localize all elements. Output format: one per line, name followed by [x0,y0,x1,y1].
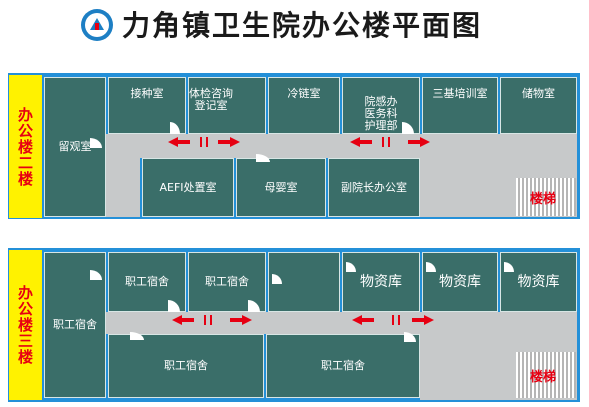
door-icon [272,274,282,284]
door-icon [404,332,416,342]
room-health-check-label: 体检咨询 登记室 [189,87,233,112]
room-storage: 储物室 [500,77,577,134]
second-floor-label: 办公楼二楼 [9,75,42,218]
room-health-check: 体检咨询 登记室 [188,77,266,134]
door-icon [130,332,144,340]
room-training: 三基培训室 [422,77,498,134]
door-icon [256,154,270,162]
third-floor-stairs [516,352,576,398]
room-aefi: AEFI处置室 [142,158,234,217]
direction-arrows-3f [172,315,434,325]
door-icon [346,262,356,272]
room-dorm-a: 职工宿舍 [108,252,186,312]
room-supply-2: 物资库 [422,252,498,312]
door-icon [90,270,102,280]
room-maternal: 母婴室 [236,158,326,217]
third-floor-stairs-label: 楼梯 [530,370,557,385]
page-title: 力角镇卫生院办公楼平面图 [122,9,483,42]
room-supply-1: 物资库 [342,252,420,312]
door-icon [504,262,514,272]
room-dorm-bottom-2: 职工宿舍 [266,334,420,398]
room-vice-director: 副院长办公室 [328,158,420,217]
door-icon [170,122,180,134]
room-supply-3: 物资库 [500,252,577,312]
second-floor-stairs [516,178,576,216]
third-floor-label: 办公楼三楼 [9,250,42,400]
room-dorm-bottom-1: 职工宿舍 [108,334,264,398]
room-cold-chain: 冷链室 [268,77,340,134]
hospital-logo-icon [81,9,113,41]
room-office-dept-label: 院感办 医务科 护理部 [364,95,398,132]
second-floor-stairs-label: 楼梯 [530,192,557,207]
door-icon [90,138,102,148]
door-icon [426,262,436,272]
second-floor-corridor-left [106,134,140,217]
direction-arrows-2f [168,137,430,147]
